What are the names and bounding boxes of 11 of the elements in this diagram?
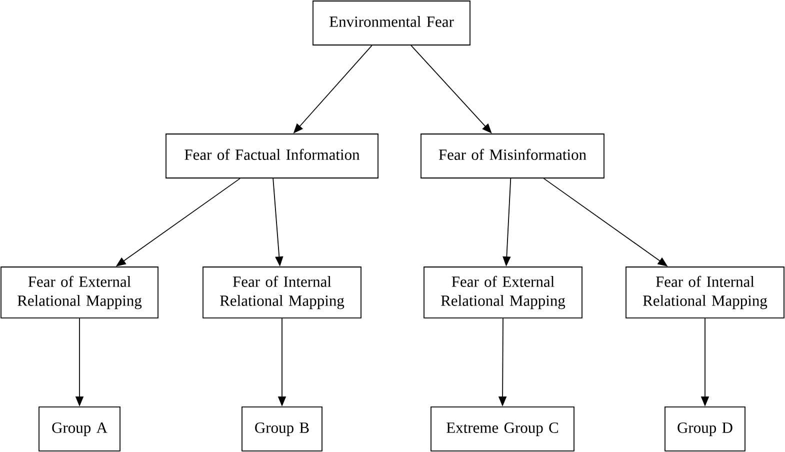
process-box: Group D <box>664 406 746 452</box>
process-box: Extreme Group C <box>430 406 574 452</box>
process-box: Fear of External Relational Mapping <box>0 266 158 318</box>
process-box: Fear of Internal Relational Mapping <box>202 266 362 318</box>
process-box: Group B <box>242 406 322 452</box>
process-box: Fear of Internal Relational Mapping <box>626 266 784 318</box>
process-box: Group A <box>38 406 120 452</box>
process-box: Fear of Misinformation <box>420 134 604 178</box>
process-box: Fear of Factual Information <box>166 134 378 178</box>
process-box: Environmental Fear <box>312 0 470 46</box>
process-box: Fear of External Relational Mapping <box>424 266 582 318</box>
